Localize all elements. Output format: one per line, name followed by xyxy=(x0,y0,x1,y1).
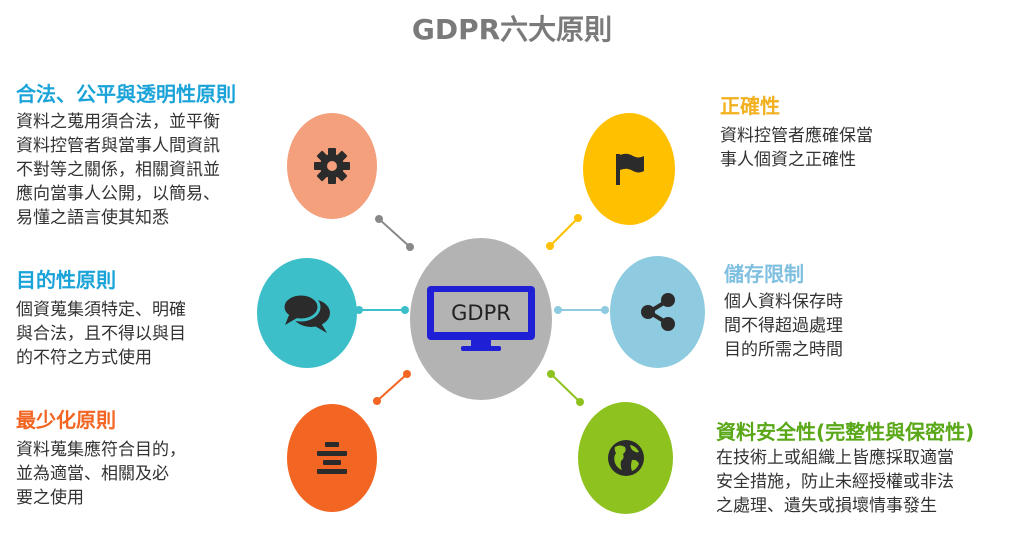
bubble-lawful xyxy=(287,113,377,219)
connector-accuracy xyxy=(546,214,582,250)
chat-bubbles-icon xyxy=(281,292,330,333)
align-center-icon xyxy=(317,442,347,474)
heading-lawful: 合法、公平與透明性原則 xyxy=(16,82,236,106)
gear-icon xyxy=(314,148,350,184)
heading-security: 資料安全性(完整性與保密性) xyxy=(716,420,975,444)
desc-accuracy: 資料控管者應確保當 事人個資之正確性 xyxy=(720,126,873,170)
connector-purpose xyxy=(355,306,409,314)
bubble-minimisation xyxy=(287,404,377,512)
connector-security xyxy=(547,370,584,406)
connector-lawful xyxy=(375,215,414,251)
heading-purpose: 目的性原則 xyxy=(16,268,116,292)
bubble-purpose xyxy=(257,258,357,368)
monitor-icon: GDPR xyxy=(427,286,535,351)
desc-minimisation: 資料蒐集應符合目的， 並為適當、相關及必 要之使用 xyxy=(16,440,186,508)
flag-icon xyxy=(616,153,644,185)
bubble-security xyxy=(578,402,673,514)
connector-minimisation xyxy=(373,370,411,405)
desc-storage: 個人資料保存時 間不得超過處理 目的所需之時間 xyxy=(724,292,843,360)
connector-storage xyxy=(554,306,609,314)
desc-lawful: 資料之蒐用須合法，並平衡 資料控管者與當事人間資訊 不對等之關係，相關資訊並 應… xyxy=(16,112,220,228)
center-label: GDPR xyxy=(451,301,511,325)
globe-icon xyxy=(607,440,644,476)
heading-storage: 儲存限制 xyxy=(724,262,804,286)
bubble-storage xyxy=(610,256,705,368)
share-icon xyxy=(640,293,675,331)
heading-accuracy: 正確性 xyxy=(720,94,780,118)
desc-purpose: 個資蒐集須特定、明確 與合法，且不得以與目 的不符之方式使用 xyxy=(16,300,186,368)
page-title: GDPR六大原則 xyxy=(411,13,613,46)
bubble-accuracy xyxy=(583,113,675,225)
center-circle: GDPR xyxy=(410,238,552,400)
heading-minimisation: 最少化原則 xyxy=(16,408,116,432)
desc-security: 在技術上或組織上皆應採取適當 安全措施，防止未經授權或非法 之處理、遺失或損壞情… xyxy=(716,448,954,516)
